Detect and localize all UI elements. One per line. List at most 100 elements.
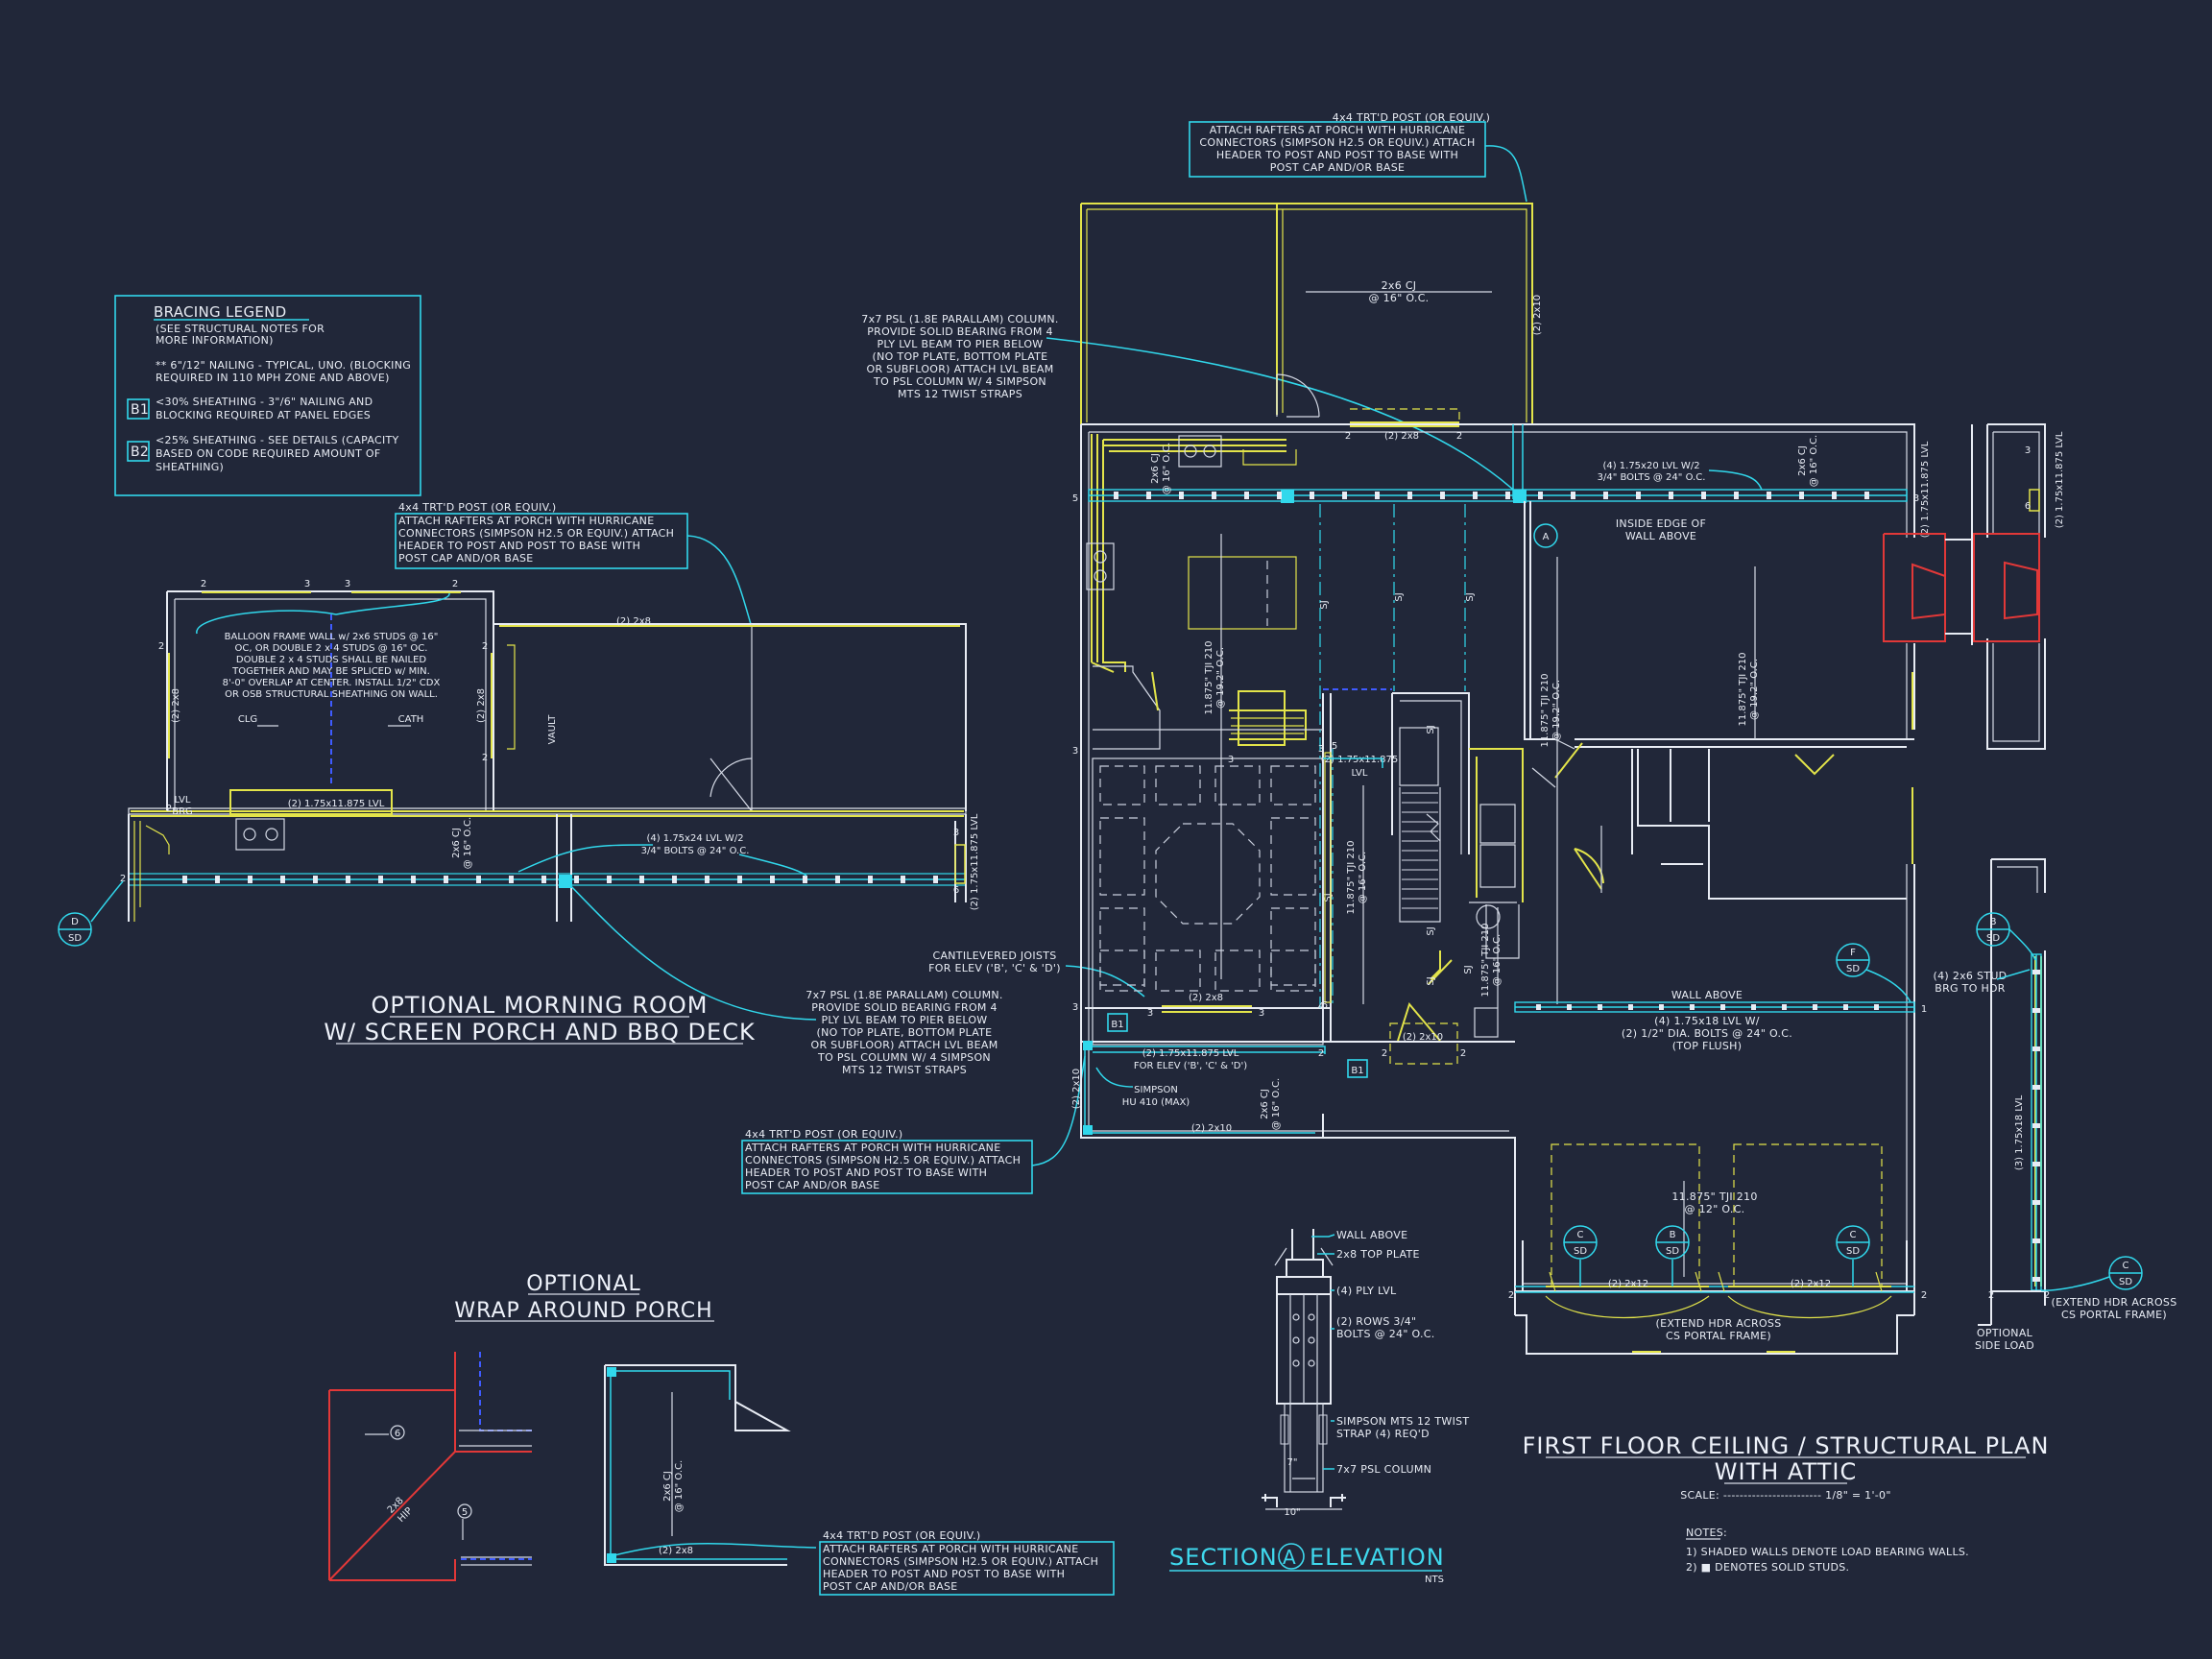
svg-text:11.875" TJI 210: 11.875" TJI 210	[1204, 640, 1214, 714]
svg-text:CONNECTORS (SIMPSON H2.5 OR EQ: CONNECTORS (SIMPSON H2.5 OR EQUIV.) ATTA…	[823, 1555, 1098, 1568]
solid-stud	[1734, 492, 1739, 499]
section-a-title: SECTION A ELEVATION NTS	[1169, 1543, 1444, 1585]
solid-stud	[1179, 492, 1184, 499]
solid-stud	[1114, 492, 1118, 499]
svg-text:F: F	[1850, 948, 1856, 958]
svg-text:4x4 TRT'D POST (OR EQUIV.): 4x4 TRT'D POST (OR EQUIV.)	[1333, 111, 1490, 124]
tag-b-sd: B SD	[1976, 912, 2036, 961]
footnotes: NOTES: 1) SHADED WALLS DENOTE LOAD BEARI…	[1686, 1527, 1969, 1574]
svg-text:2: 2	[482, 753, 488, 763]
svg-text:(2) 1.75x11.875 LVL: (2) 1.75x11.875 LVL	[2055, 431, 2065, 528]
svg-text:SJ: SJ	[1426, 725, 1436, 733]
svg-text:(2) 2x8: (2) 2x8	[616, 616, 651, 627]
svg-text:11.875" TJI 210: 11.875" TJI 210	[1480, 923, 1491, 997]
solid-stud	[1669, 492, 1673, 499]
solid-stud	[2032, 970, 2040, 974]
svg-text:PLY LVL BEAM TO PIER BELOW: PLY LVL BEAM TO PIER BELOW	[821, 1014, 987, 1026]
svg-text:(2) 1.75x11.875 LVL: (2) 1.75x11.875 LVL	[1920, 441, 1931, 538]
svg-text:@ 16" O.C.: @ 16" O.C.	[1162, 443, 1172, 495]
svg-text:HEADER TO POST AND POST TO BAS: HEADER TO POST AND POST TO BASE WITH	[823, 1568, 1065, 1580]
svg-text:2: 2	[1508, 1290, 1514, 1301]
svg-text:@ 16" O.C.: @ 16" O.C.	[1358, 852, 1368, 904]
svg-text:B: B	[1670, 1230, 1676, 1240]
svg-text:ATTACH RAFTERS AT PORCH WITH H: ATTACH RAFTERS AT PORCH WITH HURRICANE	[1210, 124, 1465, 136]
svg-text:(3) 1.75x18 LVL: (3) 1.75x18 LVL	[2014, 1094, 2025, 1170]
plan-title-block: FIRST FLOOR CEILING / STRUCTURAL PLAN WI…	[1523, 1432, 2049, 1502]
svg-text:3: 3	[1318, 744, 1324, 755]
svg-text:INSIDE EDGE OF: INSIDE EDGE OF	[1616, 517, 1706, 530]
solid-stud	[574, 876, 579, 883]
solid-stud	[1659, 1004, 1664, 1010]
svg-text:(2) 1.75x11.875 LVL: (2) 1.75x11.875 LVL	[288, 799, 385, 809]
svg-text:WALL ABOVE: WALL ABOVE	[1336, 1229, 1407, 1241]
legend-line: REQUIRED IN 110 MPH ZONE AND ABOVE)	[156, 372, 390, 384]
solid-stud	[248, 876, 252, 883]
svg-text:3/4" BOLTS @ 24" O.C.: 3/4" BOLTS @ 24" O.C.	[1598, 472, 1706, 483]
svg-text:DOUBLE 2 x 4 STUDS SHALL BE NA: DOUBLE 2 x 4 STUDS SHALL BE NAILED	[236, 655, 427, 665]
plan-scale: SCALE: ------------------------ 1/8" = 1…	[1680, 1489, 1890, 1502]
svg-text:FOR ELEV ('B', 'C' & 'D'): FOR ELEV ('B', 'C' & 'D')	[928, 962, 1061, 974]
svg-text:11.875" TJI 210: 11.875" TJI 210	[1540, 673, 1551, 747]
svg-text:C: C	[1577, 1230, 1584, 1240]
svg-text:2x6 CJ: 2x6 CJ	[662, 1471, 673, 1502]
svg-text:(2) 2x10: (2) 2x10	[1191, 1123, 1232, 1134]
svg-text:4x4 TRT'D POST (OR EQUIV.): 4x4 TRT'D POST (OR EQUIV.)	[745, 1128, 902, 1141]
svg-text:BRG TO HDR: BRG TO HDR	[1935, 982, 2006, 995]
solid-stud	[509, 876, 514, 883]
svg-text:8'-0" OVERLAP AT CENTER. INSTA: 8'-0" OVERLAP AT CENTER. INSTALL 1/2" CD…	[223, 678, 441, 688]
svg-text:(4) 1.75x18 LVL W/: (4) 1.75x18 LVL W/	[1654, 1015, 1760, 1027]
svg-text:7x7 PSL (1.8E PARALLAM) COLUMN: 7x7 PSL (1.8E PARALLAM) COLUMN.	[805, 989, 1002, 1001]
solid-stud	[607, 876, 612, 883]
solid-stud	[541, 876, 546, 883]
solid-stud	[868, 876, 873, 883]
svg-text:CONNECTORS (SIMPSON H2.5 OR EQ: CONNECTORS (SIMPSON H2.5 OR EQUIV.) ATTA…	[745, 1154, 1021, 1166]
title-morning-room-sub: W/ SCREEN PORCH AND BBQ DECK	[324, 1019, 756, 1046]
svg-text:7": 7"	[1287, 1457, 1298, 1468]
svg-text:CONNECTORS (SIMPSON H2.5 OR EQ: CONNECTORS (SIMPSON H2.5 OR EQUIV.) ATTA…	[398, 527, 674, 540]
plan-title-sub: WITH ATTIC	[1715, 1458, 1857, 1485]
svg-text:5: 5	[1322, 1000, 1328, 1011]
svg-text:(4) PLY LVL: (4) PLY LVL	[1336, 1285, 1397, 1297]
svg-text:3: 3	[1147, 1008, 1153, 1019]
svg-text:2: 2	[482, 641, 488, 652]
svg-text:3: 3	[1259, 1008, 1264, 1019]
svg-text:(2) 1.75x11.875 LVL: (2) 1.75x11.875 LVL	[970, 813, 980, 910]
svg-text:PROVIDE SOLID BEARING FROM 4: PROVIDE SOLID BEARING FROM 4	[811, 1001, 998, 1014]
svg-text:11.875" TJI 210: 11.875" TJI 210	[1346, 840, 1357, 914]
solid-stud	[346, 876, 350, 883]
svg-text:@ 16" O.C.: @ 16" O.C.	[674, 1460, 685, 1513]
svg-text:3: 3	[1228, 755, 1234, 765]
solid-stud	[672, 876, 677, 883]
solid-stud	[280, 876, 285, 883]
svg-text:NOTES:: NOTES:	[1686, 1527, 1727, 1539]
svg-text:WALL ABOVE: WALL ABOVE	[1671, 989, 1743, 1001]
svg-text:2: 2	[1318, 1048, 1324, 1059]
solid-stud	[1751, 1004, 1756, 1010]
note-psl-top: 7x7 PSL (1.8E PARALLAM) COLUMN. PROVIDE …	[861, 313, 1523, 498]
svg-text:WALL ABOVE: WALL ABOVE	[1625, 530, 1696, 542]
legend-b1-line: <30% SHEATHING - 3"/6" NAILING AND	[156, 396, 373, 408]
solid-stud	[1146, 492, 1151, 499]
solid-stud	[1636, 492, 1641, 499]
legend-line: MORE INFORMATION)	[156, 334, 274, 347]
svg-text:SD: SD	[1846, 964, 1860, 974]
svg-text:3/4" BOLTS @ 24" O.C.: 3/4" BOLTS @ 24" O.C.	[641, 846, 750, 856]
svg-text:6: 6	[395, 1429, 400, 1439]
solid-stud	[1720, 1004, 1725, 1010]
solid-stud	[803, 876, 807, 883]
legend-b1-tag: B1	[131, 402, 149, 418]
svg-text:(EXTEND HDR ACROSS: (EXTEND HDR ACROSS	[2051, 1296, 2176, 1309]
svg-text:2: 2	[166, 804, 172, 814]
legend-b2-tag: B2	[131, 445, 149, 460]
tag-b-sd: B SD	[1655, 1225, 1690, 1260]
solid-stud	[2032, 1085, 2040, 1090]
legend-title: BRACING LEGEND	[154, 303, 287, 321]
svg-text:POST CAP AND/OR BASE: POST CAP AND/OR BASE	[398, 552, 534, 565]
note-post-top: 4x4 TRT'D POST (OR EQUIV.) ATTACH RAFTER…	[1189, 111, 1527, 203]
svg-text:(NO TOP PLATE, BOTTOM PLATE: (NO TOP PLATE, BOTTOM PLATE	[817, 1026, 993, 1039]
svg-text:2x6 CJ: 2x6 CJ	[1260, 1089, 1270, 1119]
svg-text:B1: B1	[1111, 1020, 1123, 1030]
svg-text:SIDE LOAD: SIDE LOAD	[1975, 1339, 2034, 1352]
solid-stud	[2032, 1123, 2040, 1128]
